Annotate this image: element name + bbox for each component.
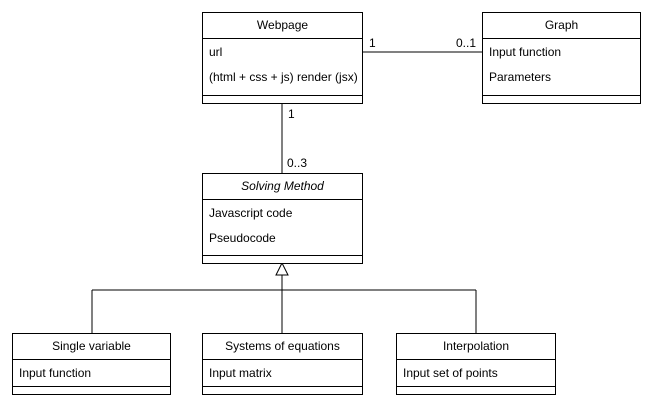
attribute: Javascript code [209,206,293,220]
class-name: Solving Method [203,174,362,200]
class-webpage[interactable]: Webpage url (html + css + js) render (js… [202,12,363,104]
class-footer-divider [203,95,362,96]
class-interpolation[interactable]: Interpolation Input set of points [396,333,556,395]
class-name: Webpage [203,13,362,39]
class-name: Graph [483,13,640,39]
attribute: Parameters [489,70,552,84]
class-name: Single variable [13,334,170,360]
multiplicity-webpage-graph-target: 0..1 [456,36,477,50]
class-footer-divider [13,386,170,387]
multiplicity-webpage-graph-source: 1 [369,36,376,50]
class-single-variable[interactable]: Single variable Input function [12,333,171,395]
attribute: Input function [19,366,92,380]
attribute: url [209,45,223,59]
class-footer-divider [397,386,555,387]
attribute: (html + css + js) render (jsx) [209,70,358,84]
multiplicity-webpage-method-target: 0..3 [287,156,308,170]
class-footer-divider [203,255,362,256]
class-solving-method[interactable]: Solving Method Javascript code Pseudocod… [202,173,363,264]
class-name: Systems of equations [203,334,362,360]
attribute: Input matrix [209,366,272,380]
multiplicity-webpage-method-source: 1 [288,107,295,121]
attribute: Input function [489,45,562,59]
class-systems-of-equations[interactable]: Systems of equations Input matrix [202,333,363,395]
class-graph[interactable]: Graph Input function Parameters [482,12,641,104]
attribute: Pseudocode [209,231,276,245]
class-name: Interpolation [397,334,555,360]
class-footer-divider [483,95,640,96]
inheritance-arrowhead-icon [275,261,289,276]
attribute: Input set of points [403,366,498,380]
class-footer-divider [203,386,362,387]
